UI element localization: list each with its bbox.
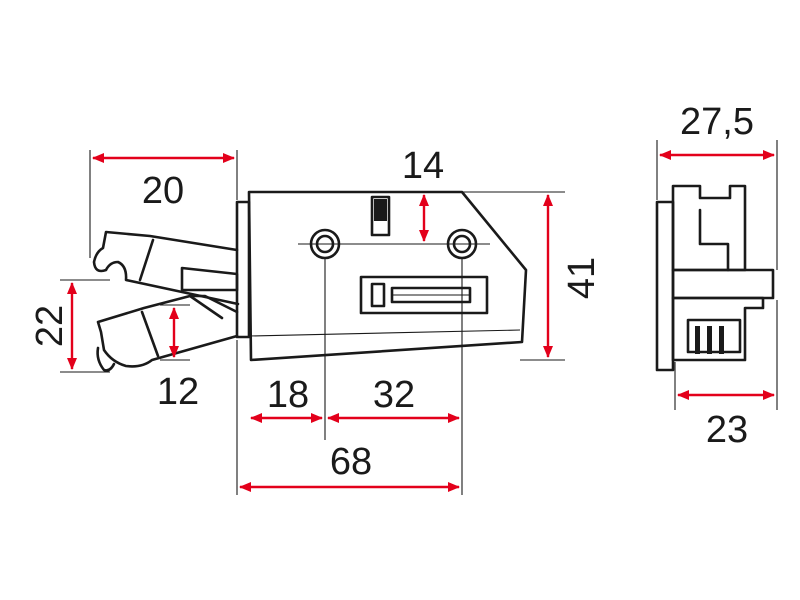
contact-pin-1 [695,326,700,354]
label-jaw-spread: 22 [29,305,71,347]
extension-lines [60,140,778,495]
contact-pin-2 [707,326,712,354]
label-jaw-thickness: 12 [157,371,199,413]
label-side-width-top: 27,5 [680,101,754,143]
side-lower-body [671,296,765,362]
slider-slot [370,195,391,237]
side-contact-housing [686,318,742,354]
label-overall-length: 68 [330,441,372,483]
side-view [655,184,775,372]
body-step [248,329,521,337]
upper-jaw [92,230,240,306]
label-hole-spacing: 32 [373,374,415,416]
latch-window [359,275,489,315]
lower-jaw [96,294,239,372]
label-slot-offset: 14 [402,145,444,187]
side-body [671,184,747,272]
contact-pin-3 [719,326,724,354]
dimension-labels: 20 22 12 14 41 18 32 68 27,5 23 [29,101,754,483]
label-hole-offset: 18 [267,374,309,416]
label-top-jaw-length: 20 [142,170,184,212]
side-step [698,208,730,272]
label-side-width-bottom: 23 [706,409,748,451]
flange-plate [235,200,251,339]
front-view [92,190,528,372]
label-body-height: 41 [561,257,603,299]
slider-knob [374,199,387,221]
side-flange [671,268,775,300]
side-base-plate [655,200,675,372]
dimension-lines [67,150,775,492]
